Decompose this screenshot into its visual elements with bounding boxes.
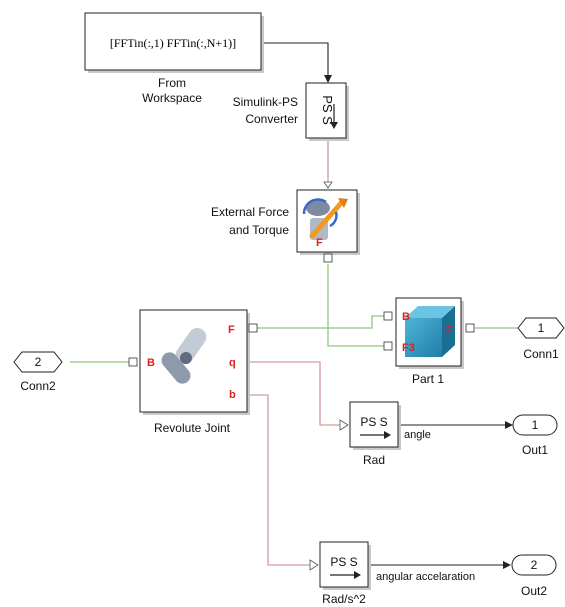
part-port-f[interactable] [465,323,475,333]
part1-label: Part 1 [412,372,444,386]
part-port-f-label: F [446,324,453,336]
signal-angular-acceleration-label[interactable]: angular accelaration [376,571,475,583]
force-label-1: External Force [211,205,289,219]
rads2-icon-text: PS S [330,555,357,569]
external-force-torque-block[interactable]: F External Force and Torque [211,189,360,263]
joint-port-f[interactable] [248,323,258,333]
joint-port-b-label: B [147,357,155,369]
conn2-port[interactable]: 2 Conn2 [13,351,63,393]
conn1-label: Conn1 [523,347,559,361]
signal-angle-label[interactable]: angle [404,429,431,441]
from-workspace-label-1: From [158,76,186,90]
part-port-b-label: B [402,311,410,323]
converter-icon-text: PS S [320,95,335,125]
ps-input-arrow-icon [323,181,333,189]
rads2-arrowhead-icon [354,571,361,579]
out2-number: 2 [531,558,538,572]
from-workspace-expression: [FFTin(:,1) FFTin(:,N+1)] [110,36,236,50]
converter-label-1: Simulink-PS [233,95,298,109]
line-force-to-part-f3[interactable] [327,264,384,347]
line-joint-f-to-part-b[interactable] [257,315,384,329]
force-frame-port[interactable] [323,253,333,263]
part-port-f3[interactable] [383,341,393,351]
rad-input-arrow-icon [339,419,349,431]
joint-port-b[interactable] [128,357,138,367]
part-port-b[interactable] [383,311,393,321]
out2-label: Out2 [521,584,547,598]
revolute-joint-block[interactable]: B F q b Revolute Joint [128,309,258,435]
joint-port-f-label: F [228,324,235,336]
converter-label-2: Converter [245,112,298,126]
part-port-f3-label: F3 [402,342,415,354]
rads2-converter-block[interactable]: PS S Rad/s^2 [309,541,371,606]
rads2-label: Rad/s^2 [322,592,366,606]
simulink-ps-converter-block[interactable]: PS S Simulink-PS Converter [233,82,349,141]
cube-icon [405,306,455,357]
rad-converter-block[interactable]: PS S Rad [339,401,401,467]
out2-port[interactable]: 2 Out2 [511,554,557,598]
line-joint-q-to-rad[interactable] [250,361,340,426]
force-torque-icon [302,198,348,240]
from-workspace-block[interactable]: [FFTin(:,1) FFTin(:,N+1)] From Workspace [84,12,264,105]
force-label-2: and Torque [229,223,289,237]
conn1-port[interactable]: 1 Conn1 [517,317,565,361]
out1-number: 1 [532,418,539,432]
out1-label: Out1 [522,443,548,457]
out1-port[interactable]: 1 Out1 [512,414,558,457]
connection-lines [70,42,518,569]
rad-label: Rad [363,453,385,467]
conn1-number: 1 [538,321,545,335]
line-joint-b-to-rads2[interactable] [250,394,310,566]
line-fromws-to-converter[interactable] [262,42,332,83]
joint-port-q-label: q [229,357,236,369]
conn2-label: Conn2 [20,379,56,393]
from-workspace-label-2: Workspace [142,91,202,105]
rads2-input-arrow-icon [309,559,319,571]
part1-block[interactable]: B F3 F Part 1 [383,297,475,386]
revolute-joint-label: Revolute Joint [154,421,231,435]
joint-port-b-out-label: b [229,389,236,401]
converter-arrowhead-icon [330,122,338,129]
rad-icon-text: PS S [360,415,387,429]
rad-arrowhead-icon [384,431,391,439]
force-port-f-label: F [316,237,323,249]
conn2-number: 2 [35,355,42,369]
revolute-joint-icon [161,327,207,384]
